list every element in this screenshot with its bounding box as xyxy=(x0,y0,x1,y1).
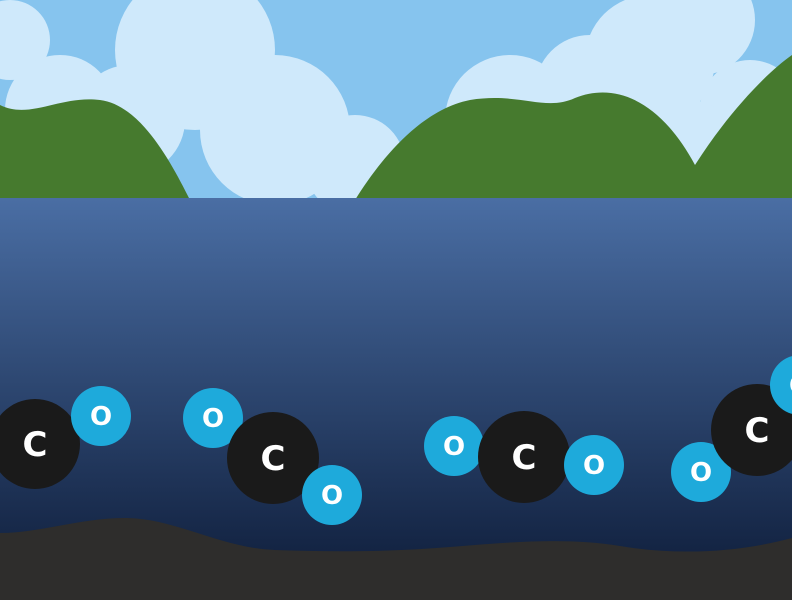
oxygen-atom-label: O xyxy=(90,402,112,432)
carbon-atom: C xyxy=(227,412,319,504)
carbon-atom-label: C xyxy=(261,439,286,479)
oxygen-atom: O xyxy=(302,465,362,525)
oxygen-atom: O xyxy=(770,356,792,414)
oxygen-atom-label: O xyxy=(321,481,343,511)
co2-molecule-1: CO xyxy=(0,386,131,489)
molecules-layer: COOCOOCOOCO xyxy=(0,356,792,525)
oxygen-atom-circle xyxy=(302,465,362,525)
sea-floor xyxy=(0,518,792,600)
cloud-puff xyxy=(645,0,755,75)
hill xyxy=(0,99,190,200)
oxygen-atom-circle xyxy=(183,388,243,448)
carbon-atom: C xyxy=(0,399,80,489)
oxygen-atom-label: O xyxy=(690,458,712,488)
carbon-atom-label: C xyxy=(23,425,48,465)
carbon-atom-label: C xyxy=(512,438,537,478)
carbon-atom-circle xyxy=(227,412,319,504)
carbon-atom: C xyxy=(711,384,792,476)
oxygen-atom-circle xyxy=(564,435,624,495)
carbon-atom: C xyxy=(478,411,570,503)
oxygen-atom-label: O xyxy=(583,451,605,481)
oxygen-atom: O xyxy=(71,386,131,446)
oxygen-atom-label: O xyxy=(443,432,465,462)
co2-molecule-2: O C O xyxy=(183,388,362,525)
oxygen-atom: O xyxy=(424,416,484,476)
hill xyxy=(355,55,792,200)
oxygen-atom-circle xyxy=(671,442,731,502)
oxygen-atom-circle xyxy=(424,416,484,476)
hills xyxy=(0,55,792,200)
oxygen-atom: O xyxy=(564,435,624,495)
oxygen-atom-label: O xyxy=(789,371,792,401)
carbon-atom-circle xyxy=(0,399,80,489)
co2-molecule-4: OCO xyxy=(671,356,792,502)
oxygen-atom: O xyxy=(183,388,243,448)
carbon-atom-circle xyxy=(478,411,570,503)
carbon-atom-label: C xyxy=(745,411,770,451)
oxygen-atom-circle xyxy=(770,356,792,414)
carbon-atom-circle xyxy=(711,384,792,476)
oxygen-atom-label: O xyxy=(202,404,224,434)
oxygen-atom: O xyxy=(671,442,731,502)
oxygen-atom-circle xyxy=(71,386,131,446)
